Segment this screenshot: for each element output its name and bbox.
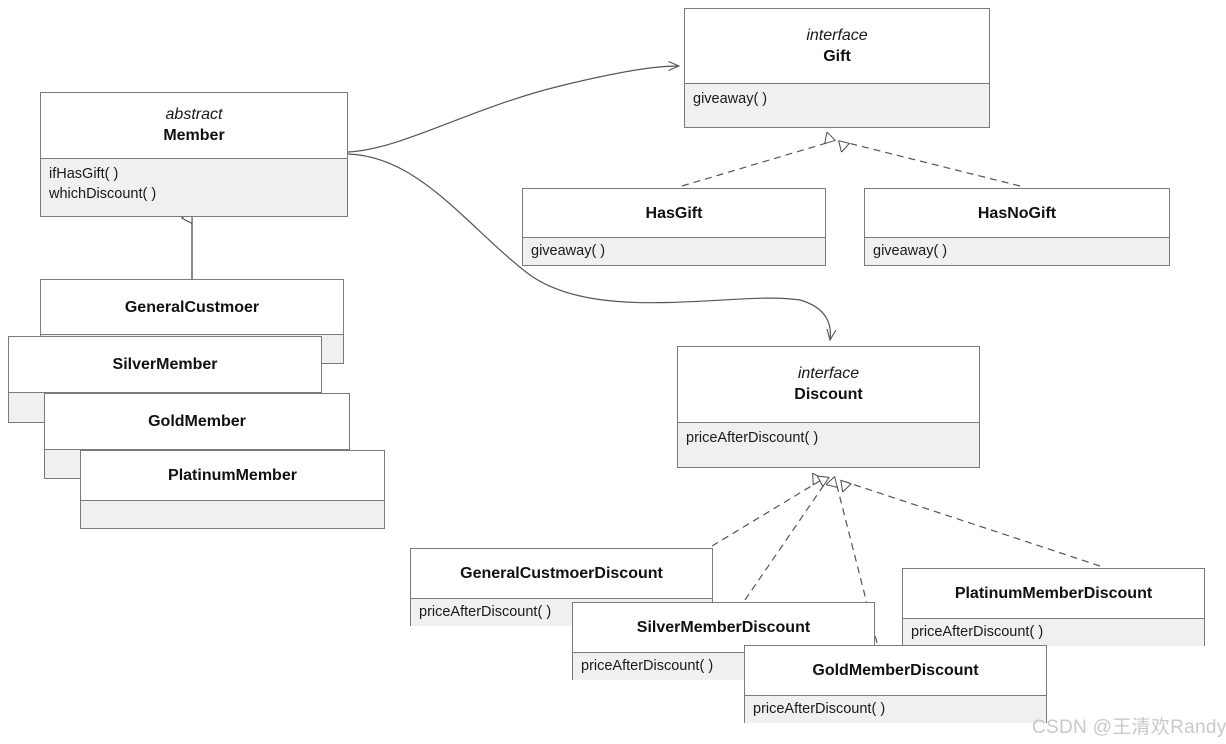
operation-row: giveaway( )	[693, 91, 768, 107]
class-stereotype-discount: interface	[797, 365, 860, 382]
class-name-member: Member	[163, 127, 225, 144]
class-box-has-gift[interactable]: HasGift giveaway( )	[522, 188, 826, 266]
operation-row: priceAfterDiscount( )	[581, 658, 714, 674]
edge-realization-hasnogift-gift	[844, 142, 1021, 187]
class-operations-gold-member-discount: priceAfterDiscount( )	[745, 696, 1046, 723]
class-name-silver-member: SilverMember	[112, 356, 218, 373]
class-operations-member: ifHasGift( ) whichDiscount( )	[41, 159, 347, 216]
class-operations-platinum-member-discount: priceAfterDiscount( )	[903, 619, 1204, 646]
class-header-has-no-gift: HasNoGift	[865, 189, 1169, 238]
class-box-discount[interactable]: interface Discount priceAfterDiscount( )	[677, 346, 980, 468]
class-header-general-custmoer-discount: GeneralCustmoerDiscount	[411, 549, 712, 599]
class-name-discount: Discount	[794, 386, 863, 403]
class-box-member[interactable]: abstract Member ifHasGift( ) whichDiscou…	[40, 92, 348, 217]
class-box-gift[interactable]: interface Gift giveaway( )	[684, 8, 990, 128]
class-name-gold-member-discount: GoldMemberDiscount	[812, 662, 979, 679]
class-name-general-custmoer-discount: GeneralCustmoerDiscount	[460, 565, 663, 582]
class-header-silver-member: SilverMember	[9, 337, 321, 393]
watermark-text: CSDN @王清欢Randy	[1032, 717, 1226, 738]
class-operations-has-gift: giveaway( )	[523, 238, 825, 265]
class-name-silver-member-discount: SilverMemberDiscount	[636, 619, 811, 636]
class-stereotype-gift: interface	[806, 26, 868, 44]
operation-row: priceAfterDiscount( )	[419, 604, 552, 620]
class-header-discount: interface Discount	[678, 347, 979, 423]
class-header-platinum-member: PlatinumMember	[81, 451, 384, 501]
operation-row: giveaway( )	[531, 243, 606, 259]
class-box-platinum-member[interactable]: PlatinumMember	[80, 450, 385, 529]
operation-row: priceAfterDiscount( )	[686, 430, 819, 446]
operation-row: ifHasGift( )	[49, 166, 119, 182]
class-header-silver-member-discount: SilverMemberDiscount	[573, 603, 874, 653]
edge-realization-generalcustmoerdiscount-discount	[711, 482, 818, 547]
class-name-gold-member: GoldMember	[148, 413, 246, 430]
class-header-gift: interface Gift	[685, 9, 989, 84]
edge-association-member-gift	[347, 66, 679, 153]
class-name-platinum-member-discount: PlatinumMemberDiscount	[954, 585, 1153, 602]
class-header-has-gift: HasGift	[523, 189, 825, 238]
edge-realization-silvermemberdiscount-discount	[744, 482, 826, 601]
operation-row: whichDiscount( )	[49, 186, 157, 202]
class-name-platinum-member: PlatinumMember	[168, 467, 297, 484]
class-header-platinum-member-discount: PlatinumMemberDiscount	[903, 569, 1204, 619]
class-header-gold-member-discount: GoldMemberDiscount	[745, 646, 1046, 696]
class-operations-gift: giveaway( )	[685, 84, 989, 127]
class-name-general-custmoer: GeneralCustmoer	[124, 298, 260, 316]
class-name-gift: Gift	[823, 47, 851, 65]
class-box-has-no-gift[interactable]: HasNoGift giveaway( )	[864, 188, 1170, 266]
edge-realization-hasgift-gift	[681, 142, 830, 187]
class-name-has-gift: HasGift	[645, 204, 703, 222]
class-name-has-no-gift: HasNoGift	[977, 204, 1057, 222]
class-box-platinum-member-discount[interactable]: PlatinumMemberDiscount priceAfterDiscoun…	[902, 568, 1205, 646]
operation-row: priceAfterDiscount( )	[911, 624, 1044, 640]
class-operations-has-no-gift: giveaway( )	[865, 238, 1169, 265]
class-stereotype-member: abstract	[165, 106, 223, 123]
class-operations-discount: priceAfterDiscount( )	[678, 423, 979, 467]
operation-row: priceAfterDiscount( )	[753, 701, 886, 717]
edge-realization-platinummemberdiscount-discount	[846, 482, 1101, 567]
operation-row: giveaway( )	[873, 243, 948, 259]
class-operations-platinum-member	[81, 501, 384, 528]
class-header-general-custmoer: GeneralCustmoer	[41, 280, 343, 335]
class-header-gold-member: GoldMember	[45, 394, 349, 450]
class-box-gold-member-discount[interactable]: GoldMemberDiscount priceAfterDiscount( )	[744, 645, 1047, 723]
class-header-member: abstract Member	[41, 93, 347, 159]
